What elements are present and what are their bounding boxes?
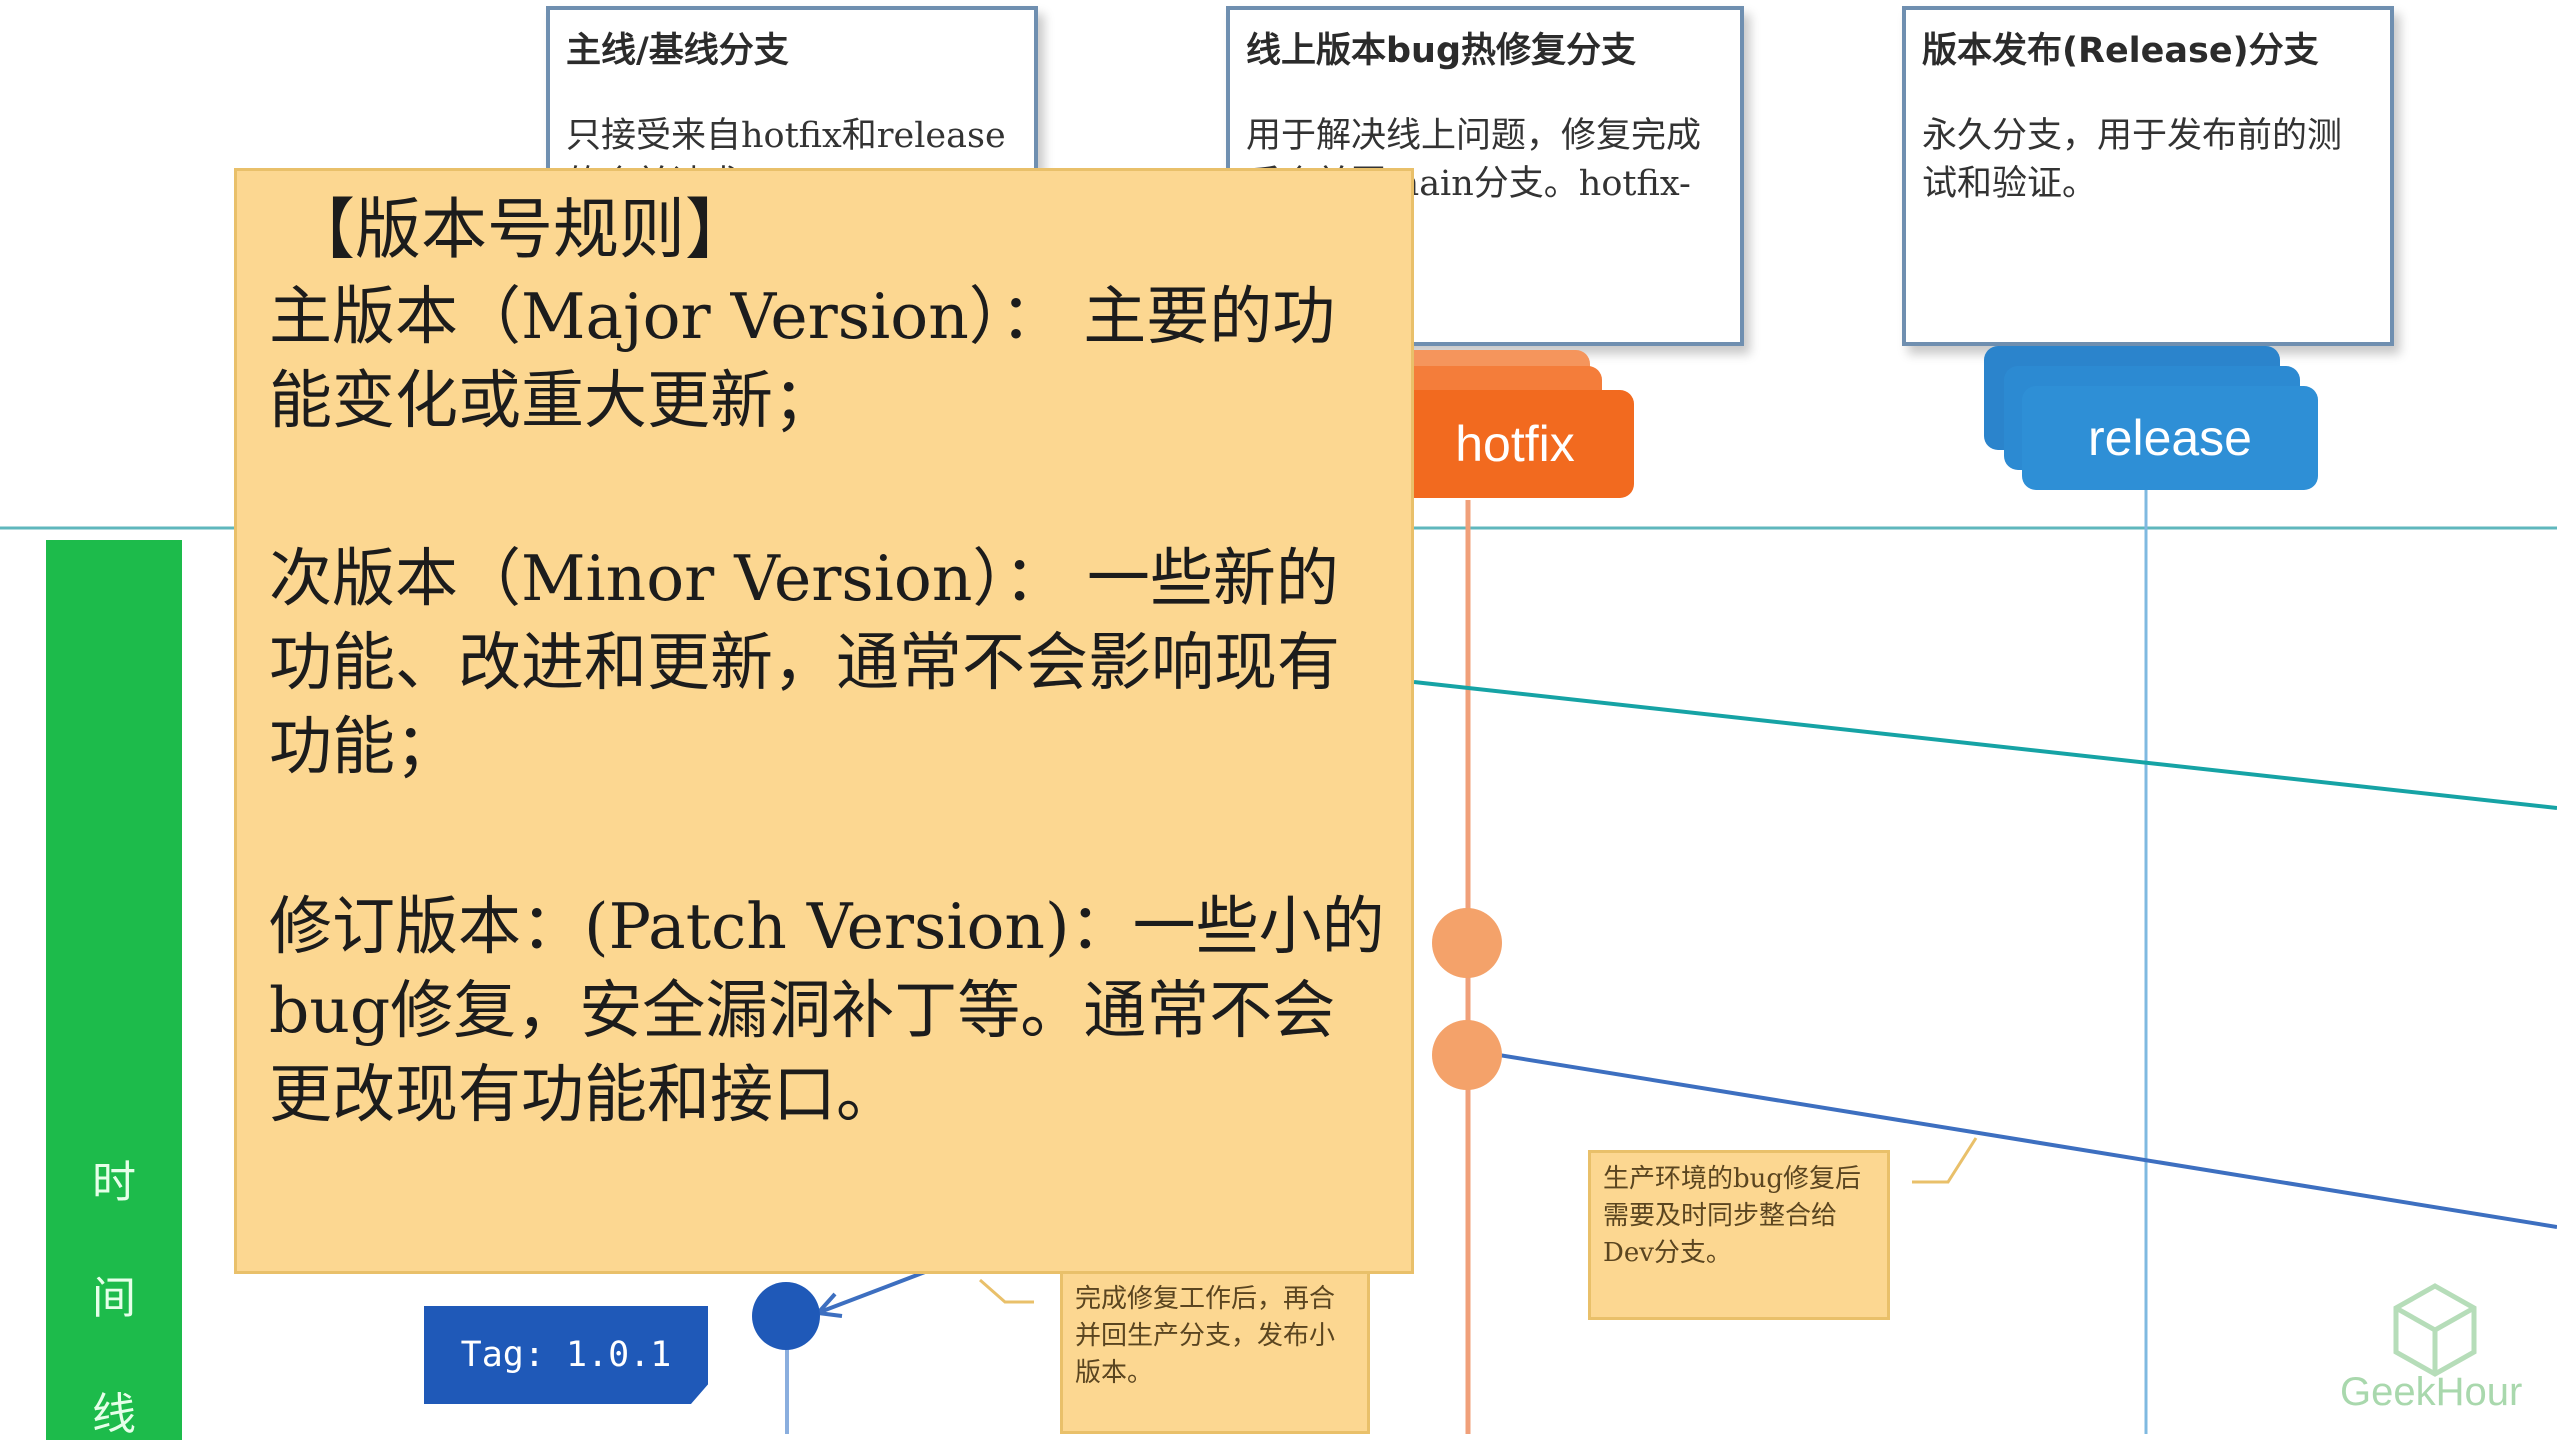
major-version-rule: 主版本（Major Version）： 主要的功能变化或重大更新；	[269, 280, 1336, 437]
watermark-text: GeekHour	[2340, 1370, 2523, 1414]
callout-connector-left	[979, 1278, 1034, 1304]
arrow-to-tag-line	[819, 1270, 926, 1314]
version-tag: Tag: 1.0.1	[424, 1306, 708, 1404]
release-branch-title: 版本发布(Release)分支	[1922, 31, 2319, 71]
timeline-char: 时	[92, 1157, 136, 1208]
patch-version-rule: 修订版本：(Patch Version)：一些小的bug修复，安全漏洞补丁等。通…	[269, 890, 1385, 1131]
main-branch-title: 主线/基线分支	[566, 31, 789, 71]
merge-line-teal	[1413, 680, 2557, 810]
hotfix-branch-title: 线上版本bug热修复分支	[1246, 31, 1637, 71]
main-commit-dot	[752, 1282, 820, 1350]
timeline-char: 间	[92, 1273, 136, 1324]
timeline-char: 线	[92, 1389, 136, 1440]
release-branch-label: release	[2022, 386, 2318, 490]
release-branch-desc: 永久分支，用于发布前的测试和验证。	[1922, 116, 2343, 204]
sync-dev-note: 生产环境的bug修复后需要及时同步整合给Dev分支。	[1588, 1150, 1890, 1320]
hotfix-commit-dot	[1432, 1020, 1502, 1090]
version-rules-panel: 【版本号规则】 主版本（Major Version）： 主要的功能变化或重大更新…	[234, 168, 1414, 1274]
callout-connector-right	[1912, 1137, 1978, 1184]
merge-back-note: 完成修复工作后，再合并回生产分支，发布小版本。	[1060, 1270, 1370, 1434]
merge-line-blue	[1467, 1048, 2557, 1229]
version-rules-title: 【版本号规则】	[289, 191, 751, 268]
hotfix-commit-dot	[1432, 908, 1502, 978]
minor-version-rule: 次版本（Minor Version）： 一些新的功能、改进和更新，通常不会影响现…	[269, 542, 1340, 783]
release-branch-box: 版本发布(Release)分支 永久分支，用于发布前的测试和验证。	[1902, 6, 2394, 346]
hotfix-branch-label: hotfix	[1396, 390, 1634, 498]
geekhour-logo-icon	[2393, 1283, 2477, 1377]
timeline-bar: 时 间 线	[46, 540, 182, 1440]
